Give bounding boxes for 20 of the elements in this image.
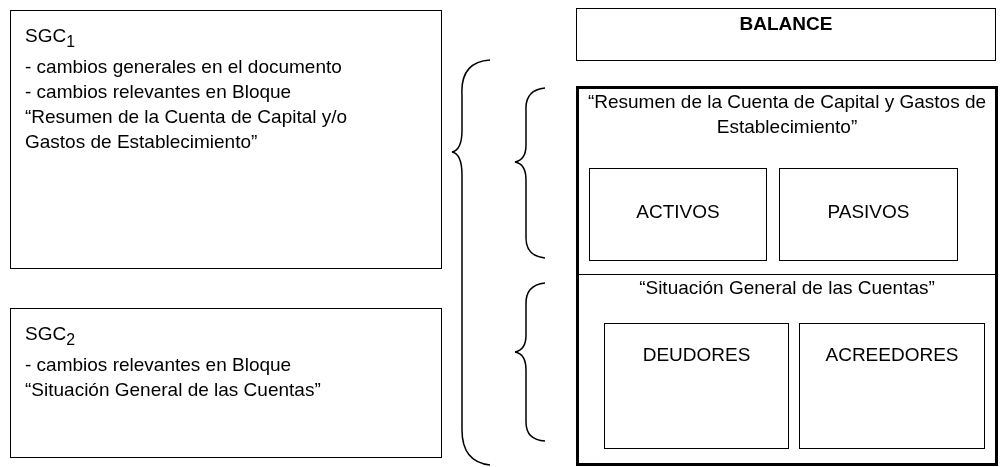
- account-box: [589, 168, 767, 261]
- account-box: [779, 168, 958, 261]
- node-text: ACREEDORES: [824, 343, 960, 367]
- node-text: ACTIVOS: [635, 200, 721, 224]
- node-text: DEUDORES: [641, 343, 752, 367]
- node-text: PASIVOS: [826, 200, 911, 224]
- balance-frame: [576, 86, 998, 466]
- node-text: SGC$_{1}$: [25, 24, 76, 52]
- node-text: BALANCE: [738, 12, 834, 36]
- account-box: [604, 323, 789, 449]
- node-text: - cambios generales en el documento: [25, 54, 343, 79]
- title-box: [576, 8, 996, 61]
- text-box: [10, 308, 442, 458]
- node-text: “Resumen de la Cuenta de Capital y Gastos de Establecimiento”: [586, 90, 988, 139]
- node-text: SGC$_{2}$: [25, 322, 76, 350]
- node-text: - cambios relevantes en Bloque “Situación General de las Cuentas”: [25, 352, 322, 402]
- node-text: - cambios relevantes en Bloque “Resumen de la Cuenta de Capital y/o Gastos de Establecimiento”: [25, 79, 349, 154]
- text-box: [10, 10, 442, 269]
- account-box: [799, 323, 985, 449]
- node-text: “Situación General de las Cuentas”: [638, 276, 936, 300]
